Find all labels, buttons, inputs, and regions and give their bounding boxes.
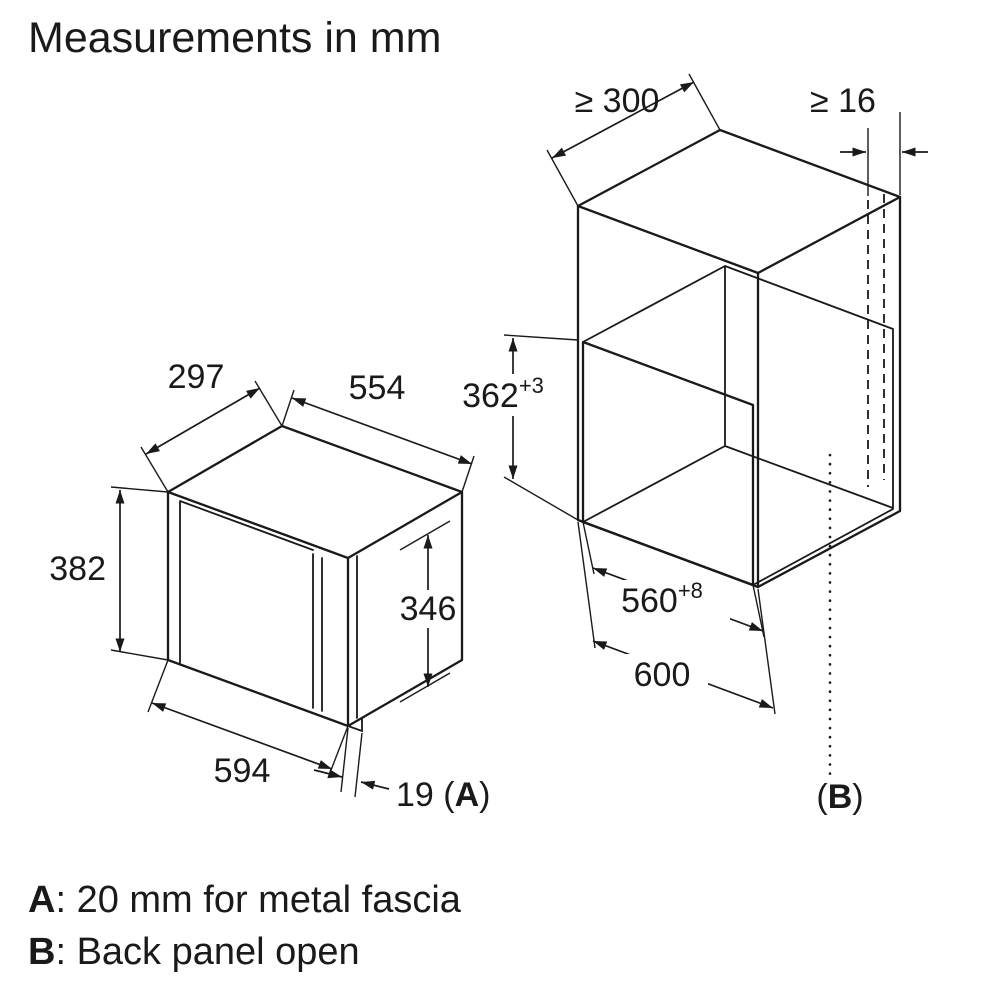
page-title: Measurements in mm <box>28 14 441 62</box>
dim-width-594-label: 594 <box>214 752 271 790</box>
door-outline <box>179 500 314 664</box>
appliance-top-front-edges <box>166 490 464 728</box>
dim-outer-width-600: 600 <box>577 521 776 715</box>
dim-niche-height-label: 362+3 <box>462 373 544 415</box>
dim-niche-width-560: 560+8 <box>582 521 765 638</box>
dim-height-382: 382 <box>49 486 169 661</box>
dim-min-panel-16-label: ≥ 16 <box>810 82 876 120</box>
dim-height-346: 346 <box>396 520 460 703</box>
niche-interior-lines <box>582 265 894 586</box>
back-panel-open-dashed <box>867 194 885 487</box>
dim-height-382-label: 382 <box>49 550 106 588</box>
dim-width-594: 594 <box>147 659 349 790</box>
dim-fascia-19-label: 19 (A) <box>396 776 490 814</box>
legend: A: 20 mm for metal fascia B: Back panel … <box>28 879 462 973</box>
legend-line-b: B: Back panel open <box>28 931 360 973</box>
dim-depth-297: 297 <box>140 358 283 493</box>
door-handle <box>312 553 323 712</box>
cabinet-front-edges <box>576 195 902 589</box>
appliance-drawing: 297 554 382 346 594 <box>49 358 490 814</box>
dim-width-554: 554 <box>281 369 475 493</box>
appliance-outline <box>166 424 464 728</box>
back-panel-marker-label: (B) <box>816 778 863 816</box>
dim-min-depth-300: ≥ 300 <box>546 73 721 207</box>
dim-depth-297-label: 297 <box>168 358 225 396</box>
dim-outer-width-600-label: 600 <box>634 656 691 694</box>
legend-line-a: A: 20 mm for metal fascia <box>28 879 462 921</box>
niche-opening <box>581 340 755 587</box>
dim-width-554-label: 554 <box>349 369 406 407</box>
fascia-step <box>347 718 363 733</box>
dim-niche-width-label: 560+8 <box>621 578 703 620</box>
dim-fascia-19: 19 (A) <box>313 727 490 814</box>
dim-min-depth-300-label: ≥ 300 <box>575 82 660 120</box>
dim-niche-height-362: 362+3 <box>446 334 579 521</box>
niche-drawing: ≥ 300 ≥ 16 362+3 560+8 <box>446 73 928 816</box>
dim-height-346-label: 346 <box>400 590 457 628</box>
dim-min-panel-16: ≥ 16 <box>810 82 928 196</box>
